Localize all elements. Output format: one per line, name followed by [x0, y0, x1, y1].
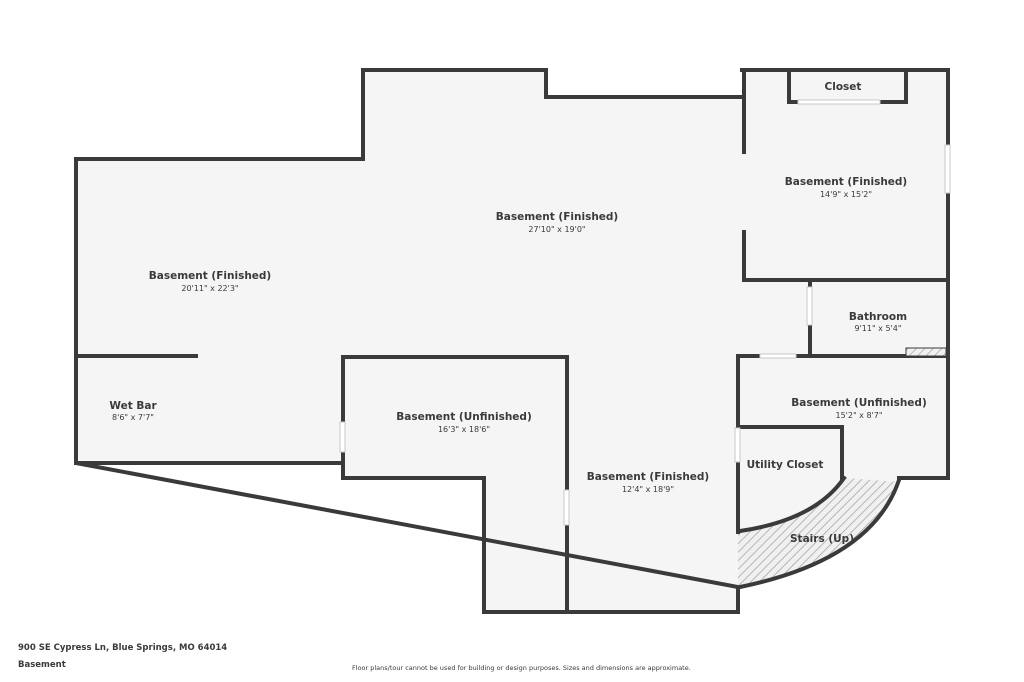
floor-fill [76, 70, 948, 612]
address-label: 900 SE Cypress Ln, Blue Springs, MO 6401… [18, 643, 228, 653]
room-wetbar-dims: 8'6" x 7'7" [112, 413, 154, 422]
room-closet-name: Closet [825, 81, 862, 93]
window-bathroom-door [806, 286, 813, 326]
window-unfinished-right-door [759, 353, 797, 359]
disclaimer-text: Floor plans/tour cannot be used for buil… [352, 664, 691, 672]
room-bedroom-name: Basement (Finished) [785, 176, 907, 188]
window-bottom-door [563, 489, 570, 526]
room-bathroom-dims: 9'11" x 5'4" [854, 324, 901, 333]
room-left-name: Basement (Finished) [149, 270, 271, 282]
window-center-door [339, 421, 346, 453]
room-unfinished-center-name: Basement (Unfinished) [396, 411, 532, 423]
room-unfinished-right-name: Basement (Unfinished) [791, 397, 927, 409]
room-bottom-finished-name: Basement (Finished) [587, 471, 709, 483]
bathroom-fixture [905, 347, 947, 357]
closet-walls [787, 72, 908, 104]
room-left-dims: 20'11" x 22'3" [181, 284, 238, 293]
room-bottom-finished-dims: 12'4" x 18'9" [622, 485, 674, 494]
room-unfinished-center-dims: 16'3" x 18'6" [438, 425, 490, 434]
utility-arc [737, 475, 847, 534]
room-main-name: Basement (Finished) [496, 211, 618, 223]
room-unfinished-right-dims: 15'2" x 8'7" [835, 411, 882, 420]
window-marks [339, 99, 951, 526]
unfinished-right-walls [736, 354, 908, 430]
bedroom-wall-left-bottom [742, 230, 950, 282]
unfinished-center-walls [341, 355, 569, 614]
room-wetbar-name: Wet Bar [109, 400, 157, 412]
window-bedroom-right [944, 144, 951, 194]
window-utility-door [734, 427, 741, 463]
room-utility-name: Utility Closet [747, 459, 824, 471]
room-labels: Basement (Finished) 27'10" x 19'0" Basem… [109, 81, 926, 545]
outer-wall-stairs-arc [737, 477, 902, 590]
outer-wall [74, 68, 744, 161]
utility-walls [736, 425, 844, 534]
window-closet-door [797, 99, 881, 105]
outer-wall-bottom [75, 461, 740, 614]
stairs-hatch [738, 478, 899, 587]
outer-wall-top-right [740, 68, 950, 147]
room-bedroom-dims: 14'9" x 15'2" [820, 190, 872, 199]
floor-level-label: Basement [18, 660, 66, 670]
room-bathroom-name: Bathroom [849, 311, 907, 323]
outer-wall-right [897, 191, 950, 480]
room-main-dims: 27'10" x 19'0" [528, 225, 585, 234]
room-stairs-name: Stairs (Up) [790, 533, 854, 545]
